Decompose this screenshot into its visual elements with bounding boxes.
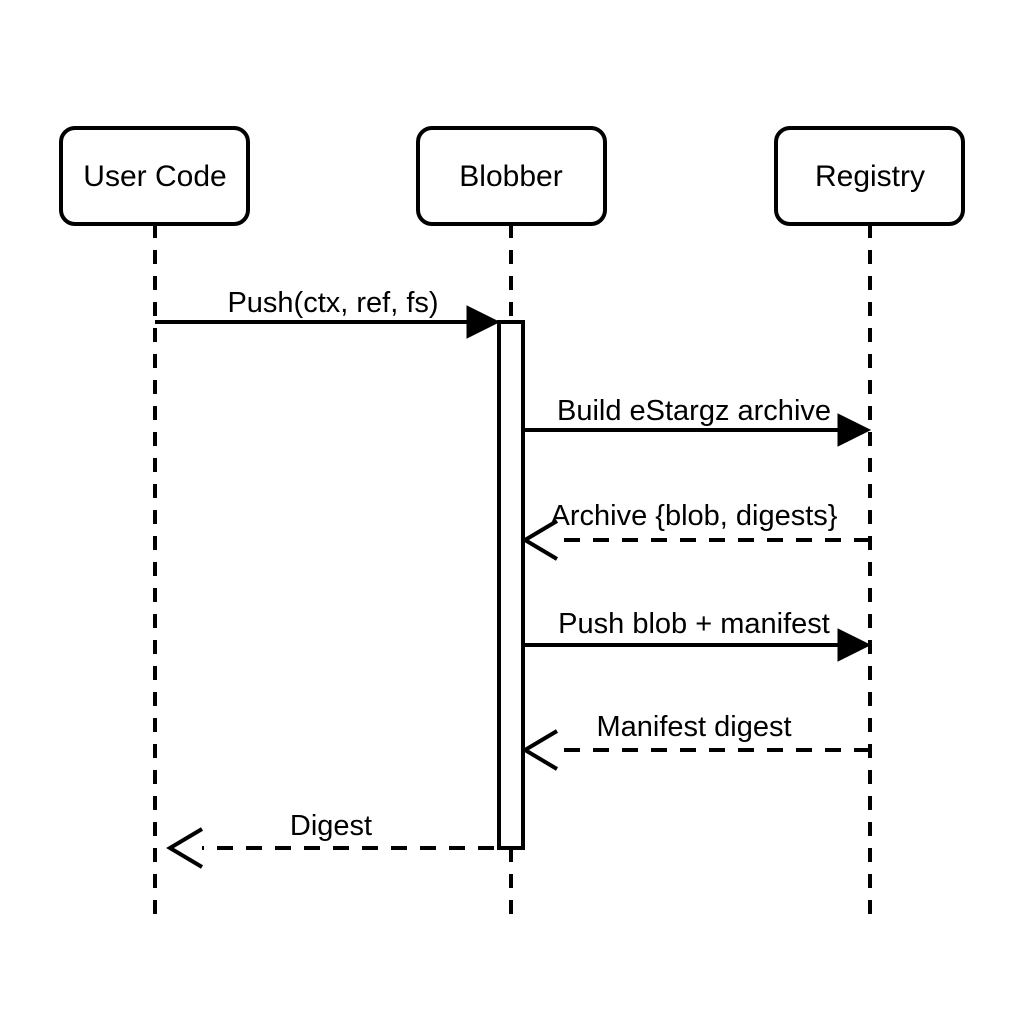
- participant-label-user-code: User Code: [83, 160, 226, 193]
- message-5-arrowhead-icon: [521, 729, 559, 771]
- activation-bar-blobber: [497, 320, 525, 850]
- message-1-label: Push(ctx, ref, fs): [227, 287, 438, 319]
- message-3-arrowhead-icon: [521, 519, 559, 561]
- message-6-label: Digest: [290, 810, 372, 842]
- message-2-arrowhead-icon: [837, 413, 872, 447]
- message-6-arrowhead-icon: [166, 827, 204, 869]
- message-1-push-ctx-ref-fs[interactable]: Push(ctx, ref, fs): [155, 287, 501, 339]
- participant-box-user-code[interactable]: [59, 126, 250, 226]
- participant-user-code[interactable]: User Code: [59, 126, 250, 226]
- message-5-manifest-digest[interactable]: Manifest digest: [521, 711, 870, 771]
- message-2-build-estargz-archive[interactable]: Build eStargz archive: [523, 395, 872, 447]
- participant-blobber[interactable]: Blobber: [416, 126, 607, 226]
- message-1-arrowhead-icon: [466, 305, 501, 339]
- message-5-label: Manifest digest: [596, 711, 791, 743]
- message-4-push-blob-manifest[interactable]: Push blob + manifest: [523, 608, 872, 662]
- participant-box-blobber[interactable]: [416, 126, 607, 226]
- message-4-label: Push blob + manifest: [558, 608, 830, 640]
- participant-label-registry: Registry: [815, 160, 925, 193]
- message-3-archive-blob-digests[interactable]: Archive {blob, digests}: [521, 500, 870, 561]
- message-6-digest[interactable]: Digest: [166, 810, 523, 869]
- message-3-label: Archive {blob, digests}: [551, 500, 838, 532]
- participant-box-registry[interactable]: [774, 126, 965, 226]
- participant-registry[interactable]: Registry: [774, 126, 965, 226]
- message-4-arrowhead-icon: [837, 628, 872, 662]
- participant-label-blobber: Blobber: [459, 160, 562, 193]
- message-2-label: Build eStargz archive: [557, 395, 831, 427]
